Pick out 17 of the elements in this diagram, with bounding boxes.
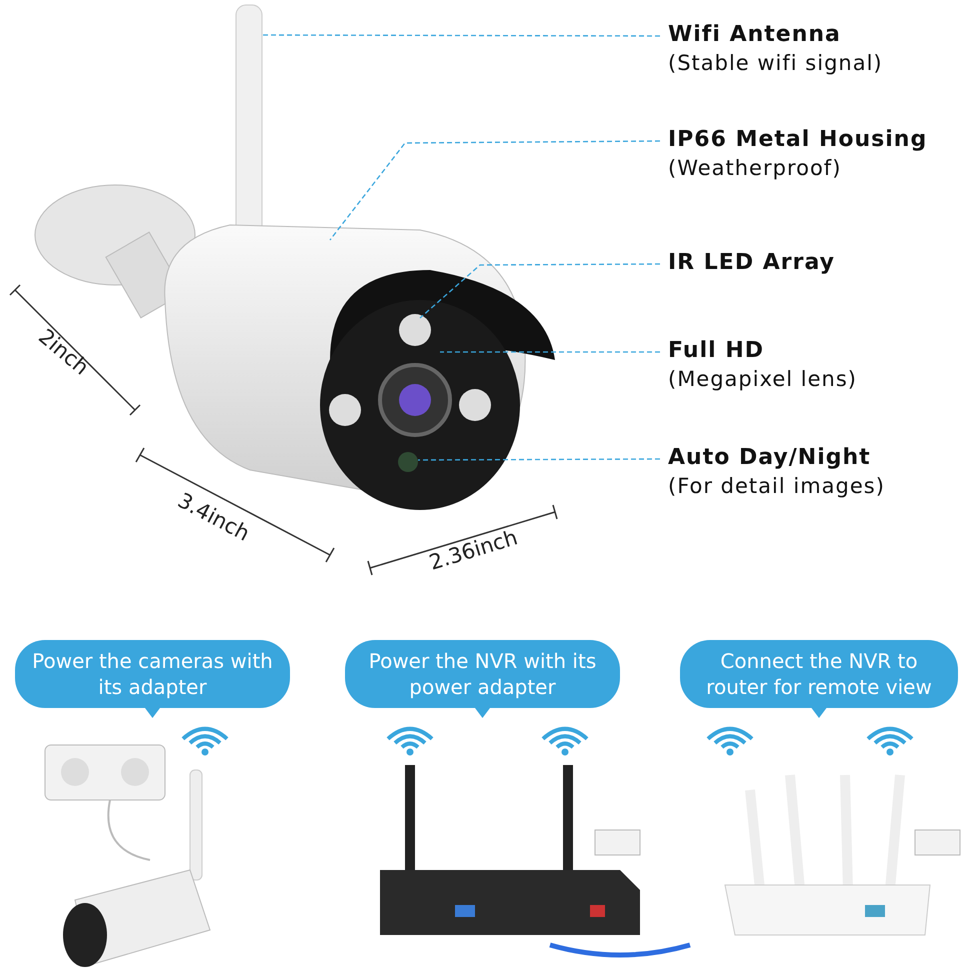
callout-title: Full HD (668, 338, 764, 363)
speech-bubble: Power the cameras with its adapter (15, 640, 290, 708)
leader-line (329, 140, 660, 240)
callout-title: Wifi Antenna (668, 22, 841, 47)
callout-title: IR LED Array (668, 250, 835, 275)
leader-line (420, 263, 660, 318)
callout-title: Auto Day/Night (668, 445, 871, 470)
leader-line (263, 34, 660, 37)
callout-subtitle: (For detail images) (668, 474, 885, 498)
leader-line (418, 458, 660, 461)
leader-line (440, 351, 660, 353)
callout-title: IP66 Metal Housing (668, 127, 928, 152)
callout-subtitle: (Megapixel lens) (668, 367, 858, 391)
callout-subtitle: (Weatherproof) (668, 156, 842, 180)
speech-bubble: Connect the NVR to router for remote view (680, 640, 958, 708)
callout-subtitle: (Stable wifi signal) (668, 51, 883, 75)
speech-bubble: Power the NVR with its power adapter (345, 640, 620, 708)
